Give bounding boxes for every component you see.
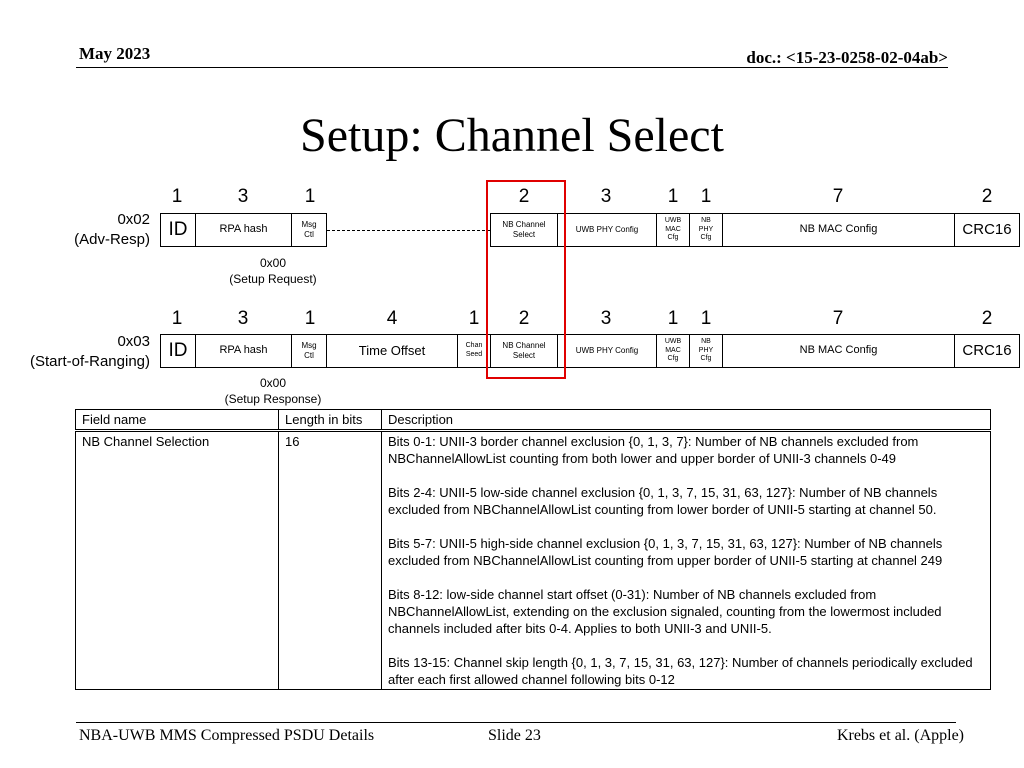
description-paragraph: Bits 5-7: UNII-5 high-side channel exclu… [388, 536, 943, 568]
frame-type-name: (Start-of-Ranging) [29, 353, 150, 370]
field-text: Select [512, 351, 536, 360]
field-text: Msg [301, 220, 317, 229]
frame-type-name: (Adv-Resp) [74, 231, 150, 248]
length-label: 2 [981, 308, 993, 329]
field-text: Cfg [667, 234, 679, 242]
field-text: MAC [665, 346, 681, 354]
field-text: Msg [301, 341, 317, 350]
frame-type-code: 0x02 [117, 211, 150, 228]
field-text: Cfg [700, 355, 712, 363]
field-uwb-phy-config: UWB PHY Config [557, 213, 657, 247]
field-uwb-mac-cfg: UWB MAC Cfg [656, 334, 690, 368]
field-msg-ctl: Msg Ctl [291, 213, 327, 247]
field-text: PHY [698, 346, 714, 354]
slide-title: Setup: Channel Select [300, 109, 724, 162]
frame-type-code: 0x03 [117, 333, 150, 350]
msg-ctl-note: 0x00 (Setup Request) [223, 255, 323, 287]
field-text: Cfg [700, 234, 712, 242]
length-label: 1 [171, 186, 183, 207]
field-text: Seed [465, 351, 483, 358]
length-label: 1 [304, 186, 316, 207]
note-text: (Setup Request) [229, 272, 317, 286]
table-row: NB Channel Selection 16 Bits 0-1: UNII-3… [75, 430, 991, 690]
field-text: NB [701, 216, 711, 224]
length-label: 3 [600, 308, 612, 329]
footer-left: NBA-UWB MMS Compressed PSDU Details [79, 727, 375, 744]
length-label: 1 [171, 308, 183, 329]
field-text: UWB [664, 337, 682, 345]
footer-rule [76, 722, 956, 723]
field-text: Ctl [304, 351, 314, 360]
length-label: 1 [667, 186, 679, 207]
table-header-cell: Length in bits [278, 409, 382, 432]
footer-right: Krebs et al. (Apple) [836, 727, 964, 744]
field-rpa-hash: RPA hash [195, 213, 292, 247]
field-nb-mac-config: NB MAC Config [722, 213, 955, 247]
description-paragraph: Bits 8-12: low-side channel start offset… [388, 587, 942, 636]
msg-ctl-note: 0x00 (Setup Response) [213, 375, 333, 407]
field-text: NB Channel [502, 341, 546, 350]
length-label: 1 [700, 186, 712, 207]
field-uwb-phy-config: UWB PHY Config [557, 334, 657, 368]
table-header-cell: Description [381, 409, 991, 432]
length-label: 3 [237, 308, 249, 329]
description-paragraph: Bits 0-1: UNII-3 border channel exclusio… [388, 434, 919, 466]
description-paragraph: Bits 2-4: UNII-5 low-side channel exclus… [388, 485, 938, 517]
length-label: 3 [600, 186, 612, 207]
length-label: 4 [386, 308, 398, 329]
table-header-cell: Field name [75, 409, 279, 432]
field-crc16: CRC16 [954, 213, 1020, 247]
field-nb-channel-select: NB Channel Select [490, 334, 558, 368]
table-cell-description: Bits 0-1: UNII-3 border channel exclusio… [381, 430, 991, 690]
table-cell-length: 16 [278, 430, 382, 690]
length-label: 2 [981, 186, 993, 207]
note-value: 0x00 [259, 376, 287, 390]
length-label: 3 [237, 186, 249, 207]
field-nb-phy-cfg: NB PHY Cfg [689, 334, 723, 368]
field-time-offset: Time Offset [326, 334, 458, 368]
length-label: 1 [700, 308, 712, 329]
table-cell-field-name: NB Channel Selection [75, 430, 279, 690]
field-text: Ctl [304, 230, 314, 239]
field-text: NB Channel [502, 220, 546, 229]
field-description-table: Field name Length in bits Description NB… [75, 409, 991, 690]
field-msg-ctl: Msg Ctl [291, 334, 327, 368]
field-nb-phy-cfg: NB PHY Cfg [689, 213, 723, 247]
length-label: 7 [832, 186, 844, 207]
length-label: 7 [832, 308, 844, 329]
field-crc16: CRC16 [954, 334, 1020, 368]
note-value: 0x00 [259, 256, 287, 270]
header-doc-id: doc.: <15-23-0258-02-04ab> [746, 48, 948, 67]
highlight-box [486, 180, 566, 379]
field-nb-channel-select: NB Channel Select [490, 213, 558, 247]
field-text: MAC [665, 225, 681, 233]
field-id: ID [160, 334, 196, 368]
field-text: UWB [664, 216, 682, 224]
field-text: Cfg [667, 355, 679, 363]
field-text: PHY [698, 225, 714, 233]
table-header-row: Field name Length in bits Description [75, 409, 991, 432]
length-label: 2 [518, 308, 530, 329]
field-text: Chan [465, 342, 483, 350]
description-paragraph: Bits 13-15: Channel skip length {0, 1, 3… [388, 655, 973, 687]
field-text: Select [512, 230, 536, 239]
header-date: May 2023 [79, 44, 151, 63]
field-text: NB [701, 337, 711, 345]
field-uwb-mac-cfg: UWB MAC Cfg [656, 213, 690, 247]
length-label: 1 [304, 308, 316, 329]
note-text: (Setup Response) [224, 392, 322, 406]
field-rpa-hash: RPA hash [195, 334, 292, 368]
field-id: ID [160, 213, 196, 247]
footer-center: Slide 23 [488, 727, 541, 744]
field-nb-mac-config: NB MAC Config [722, 334, 955, 368]
dashed-gap-line [327, 230, 490, 231]
frame-type-label: 0x02 (Adv-Resp) [74, 210, 150, 250]
frame-type-label: 0x03 (Start-of-Ranging) [30, 332, 150, 372]
header-rule [76, 67, 948, 68]
length-label: 1 [667, 308, 679, 329]
field-chan-seed: Chan Seed [457, 334, 491, 368]
length-label: 1 [468, 308, 480, 329]
length-label: 2 [518, 186, 530, 207]
